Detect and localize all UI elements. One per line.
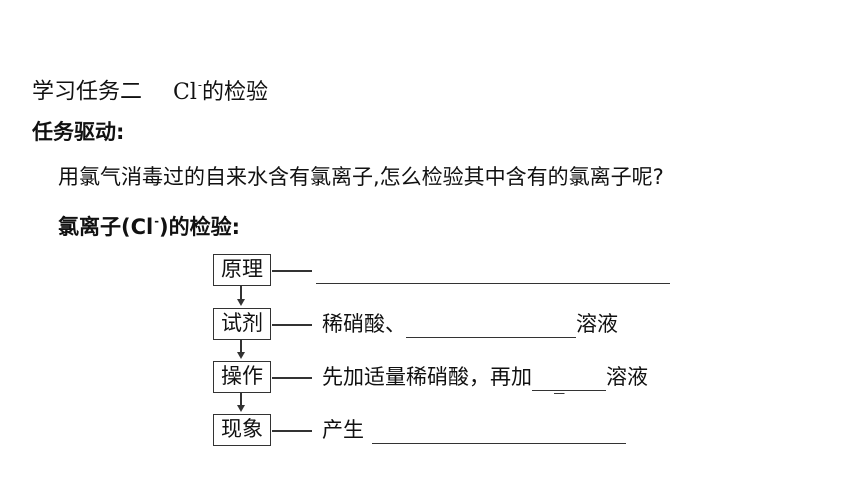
topic-suffix: 的检验 — [201, 79, 268, 105]
arrow-head-2 — [237, 352, 245, 359]
drive-heading: 任务驱动: — [32, 120, 125, 144]
task-label: 学习任务二 — [32, 79, 143, 105]
arrow-shaft-3 — [240, 393, 242, 406]
task-title: 学习任务二 Cl-的检验 — [32, 70, 268, 108]
arrow-shaft-2 — [240, 340, 242, 353]
topic-charge: - — [197, 78, 202, 92]
principle-blank — [316, 261, 670, 284]
operation-mark: _ — [554, 370, 565, 394]
reagent-line: 稀硝酸、 溶液 — [322, 310, 618, 338]
phenomenon-line: 产生 — [322, 416, 626, 444]
operation-line: 先加适量稀硝酸，再加 _ 溶液 — [322, 363, 648, 394]
reagent-suffix: 溶液 — [576, 312, 618, 336]
principle-line — [316, 256, 670, 284]
section-heading: 氯离子(Cl-)的检验: — [58, 207, 240, 241]
arrow-shaft-1 — [240, 286, 242, 300]
box-principle: 原理 — [213, 254, 271, 286]
operation-text: 先加适量稀硝酸，再加 — [322, 365, 532, 389]
section-heading-suffix: )的检验: — [159, 215, 241, 240]
operation-suffix: 溶液 — [606, 365, 648, 389]
connector-principle — [272, 270, 312, 272]
phenomenon-text: 产生 — [322, 418, 364, 442]
drive-question: 用氯气消毒过的自来水含有氯离子,怎么检验其中含有的氯离子呢? — [58, 165, 664, 189]
reagent-blank — [406, 315, 576, 338]
box-operation: 操作 — [213, 361, 271, 393]
section-heading-prefix: 氯离子(Cl — [58, 215, 154, 240]
connector-reagent — [272, 324, 312, 326]
topic-prefix: Cl — [173, 79, 197, 105]
phenomenon-blank — [372, 421, 626, 444]
arrow-head-1 — [237, 299, 245, 306]
connector-operation — [272, 377, 312, 379]
connector-phenomenon — [272, 430, 312, 432]
arrow-head-3 — [237, 405, 245, 412]
topic-title: Cl-的检验 — [173, 78, 268, 105]
operation-blank: _ — [532, 368, 606, 394]
box-phenomenon: 现象 — [213, 414, 271, 446]
box-reagent: 试剂 — [213, 308, 271, 340]
reagent-text: 稀硝酸、 — [322, 312, 406, 336]
section-heading-charge: - — [154, 214, 160, 228]
